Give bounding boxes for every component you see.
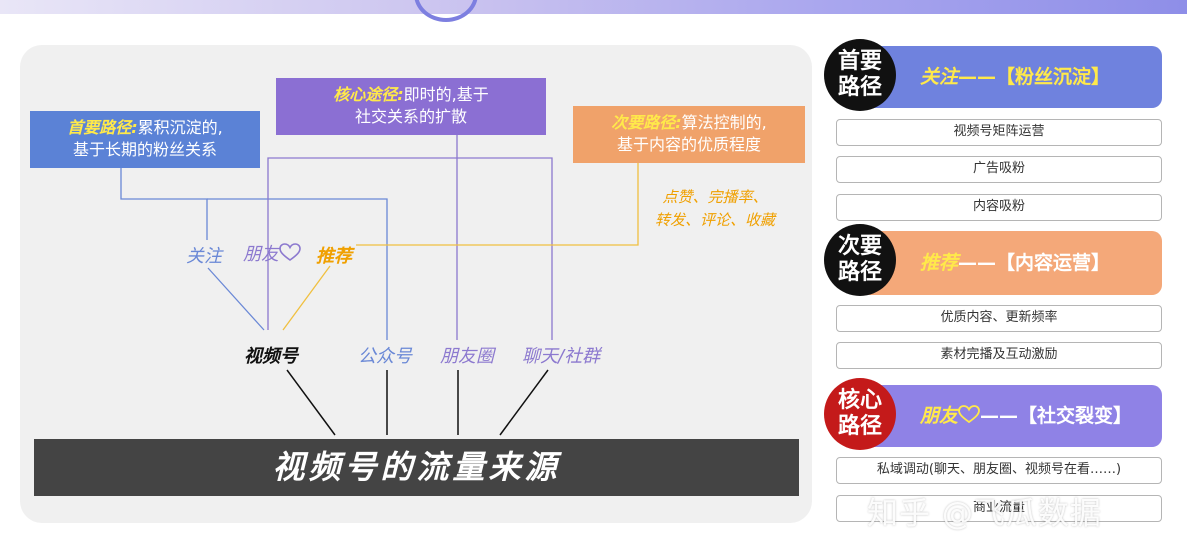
banner-primary-text: ——【粉丝沉淀】 [958,66,1111,88]
main-title-bar: 视频号的流量来源 [34,439,799,496]
watermark: 知乎 @飞瓜数据 [867,496,1102,532]
banner-primary: 关注——【粉丝沉淀】 [860,46,1162,108]
secondary-path-text1: 算法控制的, [681,113,767,132]
secondary-path-label: 次要路径:算法控制的, 基于内容的优质程度 [573,106,805,163]
secondary-path-text2: 基于内容的优质程度 [616,135,761,154]
line-rec-video [282,265,331,331]
list-item: 商业流量 [836,495,1162,522]
circle-primary-line2: 路径 [837,75,882,100]
circle-secondary: 次要 路径 [824,224,896,296]
line-core-friend [267,157,553,340]
circle-primary: 首要 路径 [824,39,896,111]
node-moments: 朋友圈 [440,346,494,367]
metrics-note: 点赞、完播率、 转发、评论、收藏 [630,186,800,232]
metrics-line1: 点赞、完播率、 [662,188,768,206]
circle-secondary-line1: 次要 [837,234,882,259]
list-item: 素材完播及互动激励 [836,342,1162,369]
list-item: 内容吸粉 [836,194,1162,221]
circle-secondary-line2: 路径 [837,260,882,285]
core-path-text1: 即时的,基于 [403,85,489,104]
line-chat-main [499,369,549,436]
core-path-label: 核心途径:即时的,基于 社交关系的扩散 [276,78,546,135]
heart-icon [958,405,980,424]
primary-path-text2: 基于长期的粉丝关系 [72,140,217,159]
list-item: 视频号矩阵运营 [836,119,1162,146]
circle-core-line2: 路径 [837,414,882,439]
line-video-main [286,369,336,436]
node-recommend: 推荐 [316,246,352,267]
node-follow: 关注 [186,246,222,267]
node-friend-label: 朋友 [243,244,279,265]
banner-core-text: ——【社交裂变】 [980,405,1133,427]
node-official-account: 公众号 [358,346,412,367]
line-secondary-rec [356,163,639,246]
list-item: 私域调动(聊天、朋友圈、视频号在看……) [836,457,1162,484]
line-follow-video [207,267,265,331]
primary-path-label: 首要路径:累积沉淀的, 基于长期的粉丝关系 [30,111,260,168]
core-path-text2: 社交关系的扩散 [354,107,467,126]
banner-secondary: 推荐——【内容运营】 [860,231,1162,295]
node-chat-group: 聊天/社群 [522,346,601,367]
banner-primary-keyword: 关注 [920,66,959,88]
secondary-path-key: 次要路径: [611,113,682,132]
top-decoration-bar [0,0,1187,14]
primary-path-key: 首要路径: [67,118,138,137]
list-item: 优质内容、更新频率 [836,305,1162,332]
metrics-line2: 转发、评论、收藏 [654,211,775,229]
circle-core: 核心 路径 [824,378,896,450]
banner-core-keyword: 朋友 [920,405,959,427]
circle-core-line1: 核心 [837,388,882,413]
heart-icon [279,243,301,261]
banner-secondary-keyword: 推荐 [920,252,959,274]
circle-primary-line1: 首要 [837,49,882,74]
core-path-key: 核心途径: [333,85,404,104]
line-primary-follow [120,168,208,240]
node-friend: 朋友 [243,240,301,266]
node-video-channel: 视频号 [244,346,298,367]
primary-path-text1: 累积沉淀的, [137,118,223,137]
list-item: 广告吸粉 [836,156,1162,183]
banner-secondary-text: ——【内容运营】 [958,252,1111,274]
line-primary-gzh [207,198,388,340]
banner-core: 朋友 ——【社交裂变】 [860,385,1162,447]
